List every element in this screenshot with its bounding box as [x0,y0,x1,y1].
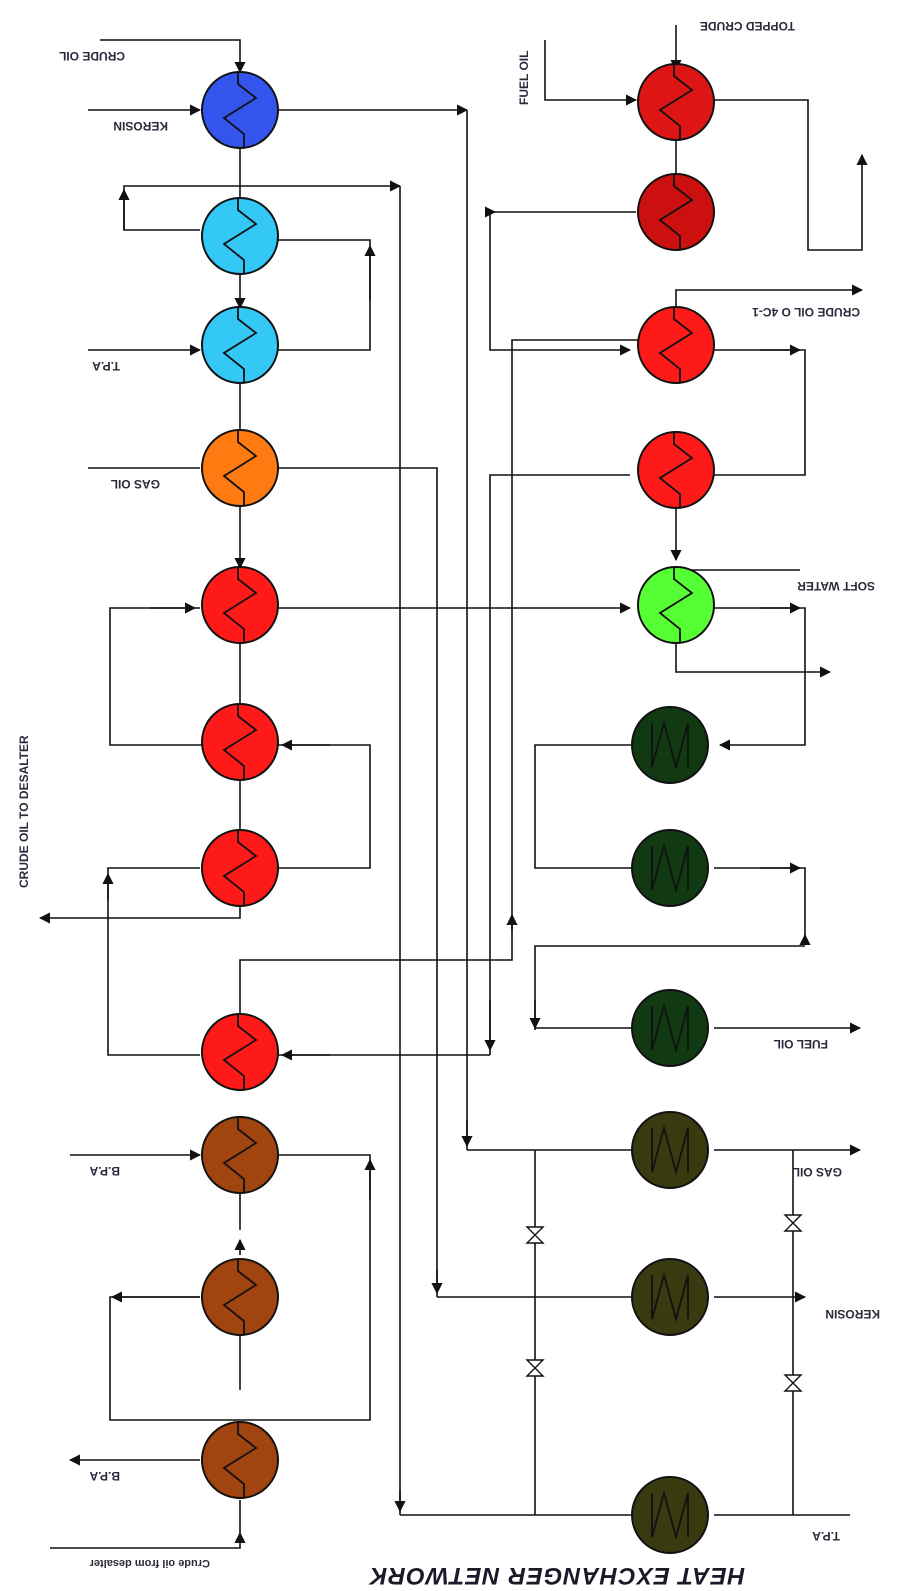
label-crude-oil-4c1: CRUDE OIL O 4C-1 [752,305,860,319]
label-kerosin-left: KEROSIN [113,119,168,133]
left-exchangers [201,71,279,1499]
heat-exchanger[interactable] [637,431,715,509]
cooler[interactable] [631,1258,709,1336]
label-crude-oil: CRUDE OIL [59,49,125,63]
label-soft-water: SOFT WATER [797,579,875,593]
cooler[interactable] [631,706,709,784]
valve-icon[interactable] [525,1226,545,1244]
heat-exchanger[interactable] [201,429,279,507]
heat-exchanger[interactable] [201,566,279,644]
cooler-exchangers [631,706,709,1554]
cooler[interactable] [631,1111,709,1189]
heat-exchanger[interactable] [201,1013,279,1091]
label-kerosin-right: KEROSIN [825,1307,880,1321]
heat-exchanger[interactable] [637,63,715,141]
cooler[interactable] [631,989,709,1067]
labels: CRUDE OIL KEROSIN T.P.A GAS OIL CRUDE OI… [17,19,880,1589]
heat-exchanger[interactable] [637,566,715,644]
left-crude-train-pipes [38,39,672,1549]
bypass-valves [525,1214,803,1392]
heat-exchanger[interactable] [201,306,279,384]
label-gas-oil-right: GAS OIL [793,1165,842,1179]
right-upper-pipes [394,25,868,1516]
right-exchangers [637,63,715,644]
heat-exchanger[interactable] [201,1421,279,1499]
diagram-title: HEAT EXCHANGER NETWORK [368,1562,745,1589]
label-fuel-oil-right: FUEL OIL [774,1037,828,1051]
label-tpa-right: T.P.A [812,1529,840,1543]
valve-icon[interactable] [783,1374,803,1392]
heat-exchanger[interactable] [637,173,715,251]
label-tpa-left: T.P.A [92,359,120,373]
label-crude-to-desalter: CRUDE OIL TO DESALTER [17,735,31,888]
heat-exchanger[interactable] [201,1116,279,1194]
label-crude-from-desalter: Crude oil from desalter [89,1557,210,1569]
cooler[interactable] [631,829,709,907]
valve-icon[interactable] [783,1214,803,1232]
valve-icon[interactable] [525,1359,545,1377]
label-topped-crude: TOPPED CRUDE [700,19,795,33]
heat-exchanger[interactable] [201,703,279,781]
heat-exchanger[interactable] [201,197,279,275]
heat-exchanger[interactable] [201,1258,279,1336]
heat-exchanger[interactable] [201,71,279,149]
cooler[interactable] [631,1476,709,1554]
label-bpa-left-top: B.P.A [89,1164,120,1178]
heat-exchanger[interactable] [201,829,279,907]
label-fuel-oil-top: FUEL OIL [517,51,531,105]
label-gas-oil-left: GAS OIL [111,477,160,491]
heat-exchanger[interactable] [637,306,715,384]
label-bpa-left-bottom: B.P.A [89,1469,120,1483]
